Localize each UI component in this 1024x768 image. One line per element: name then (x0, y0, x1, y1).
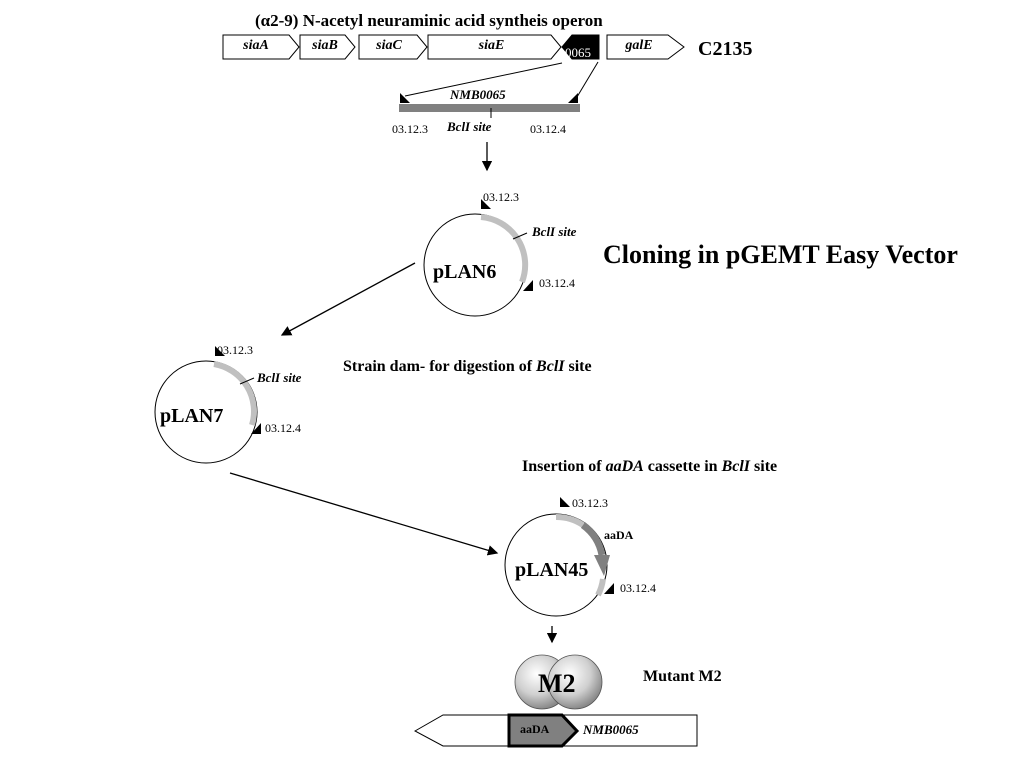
mutant-cell-right (547, 654, 603, 710)
pcr-primer-rev-label: 03.12.4 (530, 122, 566, 136)
plan6-primer-rev-label: 03.12.4 (539, 276, 575, 290)
plan45-primer-fwd-label: 03.12.3 (572, 496, 608, 510)
plan6-site-label: BclI site (532, 224, 577, 239)
mutant-cassette-label: aaDA (520, 722, 550, 736)
mutant-aada-cassette (507, 713, 580, 748)
plan45-label: pLAN45 (515, 559, 589, 581)
mutant-title: Mutant M2 (643, 668, 722, 685)
operon-title: (α2-9) N-acetyl neuraminic acid syntheis… (255, 11, 603, 30)
mutant-gene-label: NMB0065 (583, 722, 639, 737)
zoom-line-left (404, 62, 563, 97)
gene-0065-label: 0065 (565, 45, 591, 60)
plan7-label: pLAN7 (160, 405, 224, 427)
plasmid-plan45-insert-bottom (595, 578, 606, 597)
gene-galE-label: galE (625, 38, 653, 53)
pcr-site-label: BclI site (447, 119, 492, 134)
plasmid-plan45-primer-rev (604, 583, 614, 594)
gene-siaA-label: siaA (243, 38, 269, 53)
plan45-primer-rev-label: 03.12.4 (620, 581, 656, 595)
gene-siaB-label: siaB (312, 38, 338, 53)
step-insert-enzyme: BclI (721, 458, 751, 475)
plan6-label: pLAN6 (433, 261, 497, 283)
gene-siaE-label: siaE (478, 38, 505, 53)
plasmid-plan7-primer-rev (251, 423, 261, 434)
plan45-cassette-label: aaDA (604, 528, 634, 542)
arrow-to-plan7 (280, 262, 416, 336)
pcr-gene-label: NMB0065 (450, 87, 506, 102)
step-insert-mid: cassette in (643, 458, 722, 475)
plasmid-plan45-insert-top (555, 513, 585, 528)
plasmid-plan45-primer-fwd (560, 497, 570, 507)
step-insert-label: Insertion of aaDA cassette in BclI site (522, 459, 777, 475)
step-insert-text: Insertion of (522, 458, 606, 475)
primer-rev-mark (568, 93, 578, 103)
gene-galE (606, 34, 685, 60)
gene-0065 (561, 34, 600, 60)
zoom-line-right (576, 61, 599, 98)
plan7-primer-fwd-label: 03.12.3 (217, 343, 253, 357)
pcr-primer-fwd-label: 03.12.3 (392, 122, 428, 136)
gene-siaC (358, 34, 428, 60)
plasmid-plan6-primer-fwd (481, 199, 491, 209)
plasmid-plan45-aada-head (594, 555, 610, 576)
step-dam-enzyme: BclI (536, 358, 565, 375)
plasmid-plan45-aada-arc (580, 522, 606, 556)
plasmid-plan6-primer-rev (523, 280, 533, 291)
gene-siaA (222, 34, 300, 60)
step-dam-text: Strain dam- for digestion of (343, 358, 537, 375)
step-insert-cassette: aaDA (605, 458, 644, 475)
gene-siaE (427, 34, 562, 60)
gene-siaB (299, 34, 356, 60)
gene-siaC-label: siaC (376, 38, 402, 53)
plasmid-plan7-bcli-tick (239, 377, 255, 385)
plan6-primer-fwd-label: 03.12.3 (483, 190, 519, 204)
step-cloning-label: Cloning in pGEMT Easy Vector (603, 240, 958, 269)
primer-fwd-mark (400, 93, 410, 103)
plan7-primer-rev-label: 03.12.4 (265, 421, 301, 435)
plasmid-plan7-primer-fwd (215, 346, 225, 356)
step-insert-suffix: site (750, 458, 778, 475)
plasmid-plan6-bcli-tick (512, 232, 528, 240)
step-dam-label: Strain dam- for digestion of BclI site (343, 359, 592, 375)
mutant-cell-label: M2 (538, 669, 576, 698)
step-dam-suffix: site (564, 358, 592, 375)
plasmid-plan7-insert (213, 361, 257, 426)
strain-label: C2135 (698, 38, 753, 60)
pcr-fragment-bar (399, 104, 580, 112)
plasmid-plan6-insert (480, 214, 529, 284)
arrow-to-plan45 (229, 472, 499, 556)
plan7-site-label: BclI site (257, 370, 302, 385)
